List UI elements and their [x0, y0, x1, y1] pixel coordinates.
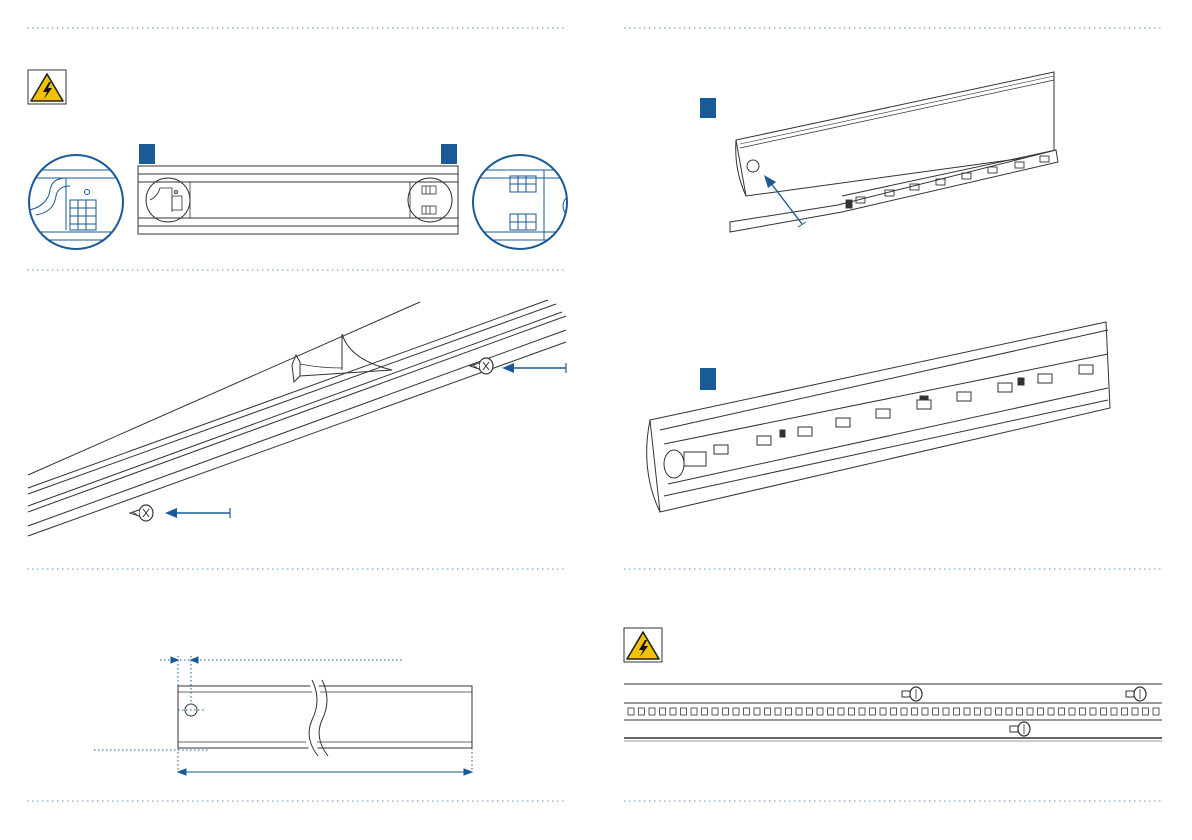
led-chip [1048, 708, 1054, 715]
led-chip [880, 708, 886, 715]
electrical-hazard-warning-icon [28, 70, 66, 104]
led-chip [912, 708, 918, 715]
step-marker-right [441, 144, 457, 164]
zoom-circle-left [28, 155, 125, 249]
screw-icon-fastening-1 [902, 687, 922, 701]
led-chip [933, 708, 939, 715]
led-chip [996, 708, 1002, 715]
led-chip [870, 708, 876, 715]
led-chip [891, 708, 897, 715]
led-chip [901, 708, 907, 715]
dimension-lines [94, 656, 472, 775]
terminal-block-detail [28, 144, 570, 249]
led-chip [807, 708, 813, 715]
led-chip [754, 708, 760, 715]
led-chip [1101, 708, 1107, 715]
led-chip [639, 708, 645, 715]
zoom-circle-right [472, 155, 570, 249]
led-chip [733, 708, 739, 715]
led-chip [628, 708, 634, 715]
led-chip [1143, 708, 1149, 715]
led-chip [744, 708, 750, 715]
step-marker-mid-right [700, 368, 716, 390]
led-chip [1122, 708, 1128, 715]
led-chip [975, 708, 981, 715]
led-chip [964, 708, 970, 715]
led-chip [775, 708, 781, 715]
led-chip [796, 708, 802, 715]
led-chip [691, 708, 697, 715]
led-chip [1038, 708, 1044, 715]
led-chip [985, 708, 991, 715]
led-chip [1090, 708, 1096, 715]
led-chip [1017, 708, 1023, 715]
led-chip [765, 708, 771, 715]
led-chip [828, 708, 834, 715]
led-strip-tilt-assembly [730, 72, 1058, 232]
screw-icon-fastening-3 [1010, 722, 1030, 736]
led-chip [1059, 708, 1065, 715]
led-strip-installed [647, 322, 1110, 512]
led-chip [786, 708, 792, 715]
step-marker-top-right [700, 98, 716, 118]
led-chip [1027, 708, 1033, 715]
led-chip [859, 708, 865, 715]
screw-icon-fastening-2 [1126, 687, 1146, 701]
screw-icon-left [130, 505, 153, 521]
led-chip [670, 708, 676, 715]
arrow-left-icon-right [502, 363, 566, 373]
led-chip [1069, 708, 1075, 715]
led-chip [838, 708, 844, 715]
led-chip [681, 708, 687, 715]
profile-cross-section [138, 166, 458, 234]
electrical-hazard-warning-icon-2 [624, 628, 662, 662]
end-cap-dimension-drawing [178, 680, 472, 756]
screw-icon-right [470, 358, 493, 374]
arrow-left-icon-left [165, 508, 230, 518]
led-strip-fastening [624, 684, 1162, 741]
screw-insertion-drawing [28, 300, 566, 536]
led-chip [1111, 708, 1117, 715]
led-chip [849, 708, 855, 715]
led-chip-row [628, 708, 1159, 715]
led-chip [1132, 708, 1138, 715]
led-chip [922, 708, 928, 715]
led-chip [649, 708, 655, 715]
led-chip [723, 708, 729, 715]
led-chip [943, 708, 949, 715]
led-chip [1153, 708, 1159, 715]
led-chip [1080, 708, 1086, 715]
led-chip [712, 708, 718, 715]
led-chip [1006, 708, 1012, 715]
led-chip [817, 708, 823, 715]
led-chip [660, 708, 666, 715]
led-chip [954, 708, 960, 715]
led-chip [702, 708, 708, 715]
step-marker-left [139, 144, 155, 164]
